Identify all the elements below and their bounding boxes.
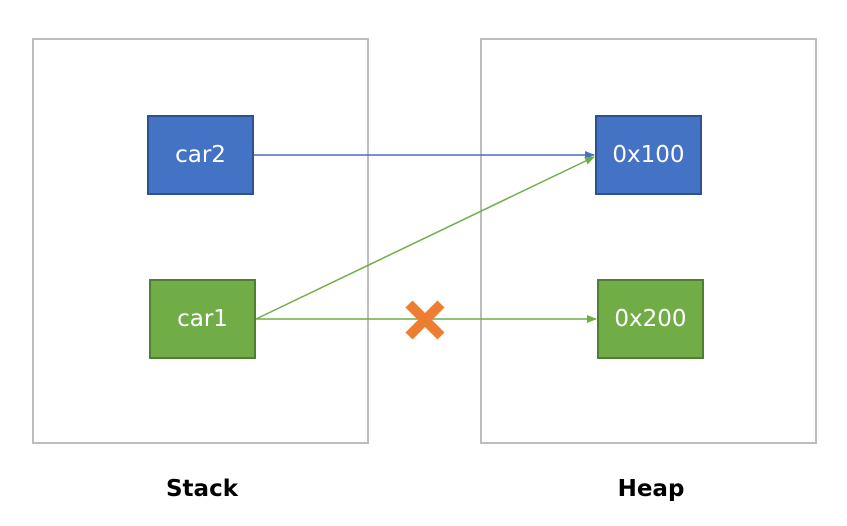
node-0x100: 0x100 bbox=[595, 115, 702, 195]
node-car1-label: car1 bbox=[177, 305, 228, 332]
heap-region bbox=[480, 38, 817, 444]
node-0x200: 0x200 bbox=[597, 279, 704, 359]
node-car2-label: car2 bbox=[175, 141, 226, 168]
node-car1: car1 bbox=[149, 279, 256, 359]
cross-mark-icon bbox=[405, 300, 445, 340]
stack-region bbox=[32, 38, 369, 444]
stack-caption: Stack bbox=[165, 476, 238, 502]
node-car2: car2 bbox=[147, 115, 254, 195]
node-0x100-label: 0x100 bbox=[612, 141, 685, 168]
node-0x200-label: 0x200 bbox=[614, 305, 687, 332]
heap-caption: Heap bbox=[617, 476, 685, 502]
